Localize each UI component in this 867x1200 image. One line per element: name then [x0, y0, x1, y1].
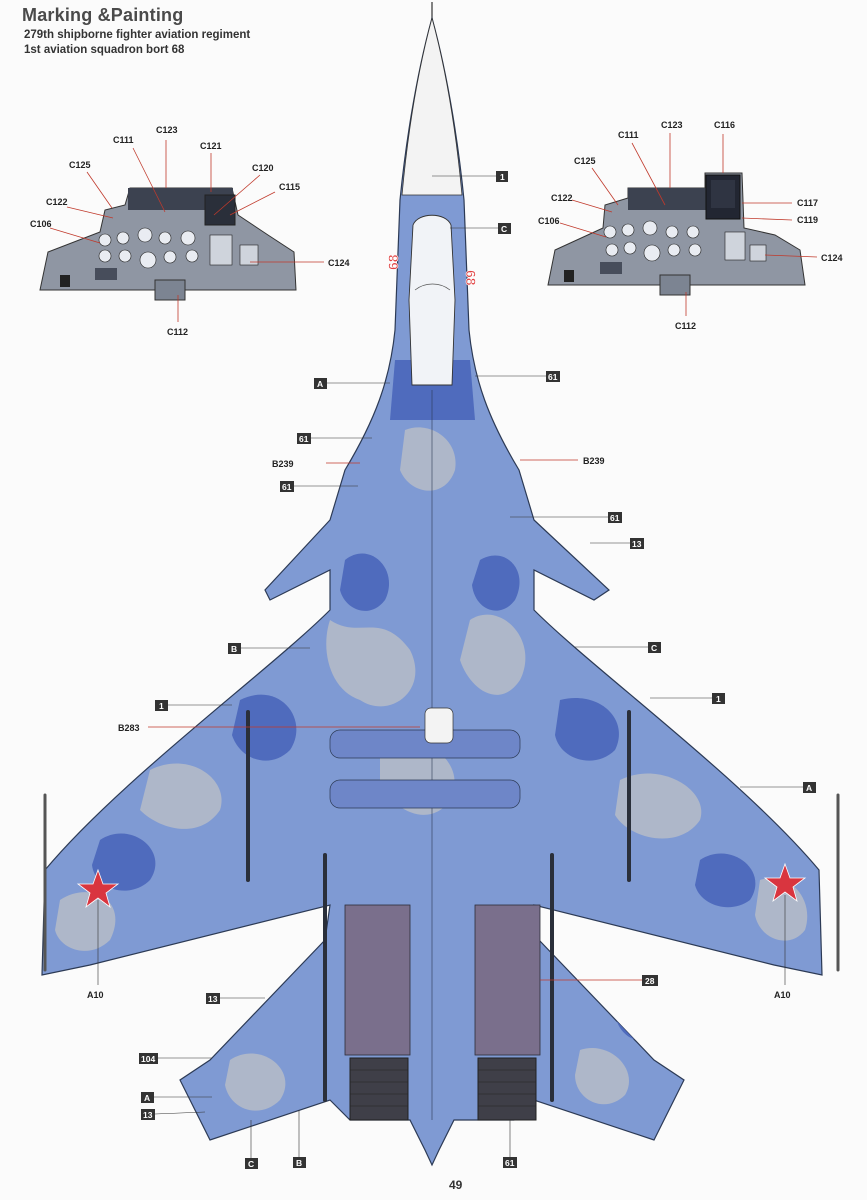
- left-label-c115: C115: [279, 182, 300, 192]
- right-label-c111: C111: [618, 130, 639, 140]
- right-label-c119: C119: [797, 215, 818, 225]
- right-label-c122: C122: [551, 193, 573, 203]
- callout-fwd-a: A: [317, 379, 323, 389]
- left-label-c124: C124: [328, 258, 350, 268]
- right-label-c112: C112: [675, 321, 696, 331]
- callout-strake-61-left: 61: [299, 434, 309, 444]
- callout-tail-13-left: 13: [208, 994, 218, 1004]
- left-label-c122: C122: [46, 197, 68, 207]
- callout-b239-left: B239: [272, 459, 294, 469]
- right-wing-star: [763, 862, 807, 903]
- left-instrument-panel: [39, 187, 297, 301]
- right-instrument-panel: [547, 172, 806, 296]
- callout-canopy-c: C: [501, 224, 507, 234]
- callout-strake-61-left-2: 61: [282, 482, 292, 492]
- left-label-c123: C123: [156, 125, 178, 135]
- right-label-c116: C116: [714, 120, 735, 130]
- right-label-c106: C106: [538, 216, 560, 226]
- callout-tail-c-left: C: [248, 1159, 254, 1169]
- callout-b283: B283: [118, 723, 140, 733]
- left-label-c112: C112: [167, 327, 188, 337]
- callout-tail-104-left: 104: [141, 1054, 155, 1064]
- callout-a10-right: A10: [774, 990, 791, 1000]
- callout-wing-a-right: A: [806, 783, 812, 793]
- left-label-c121: C121: [200, 141, 222, 151]
- callout-canard-13-right: 13: [632, 539, 642, 549]
- squadron-subtitle: 1st aviation squadron bort 68: [24, 44, 185, 56]
- bort-number-left: 68: [385, 254, 401, 270]
- left-label-c106: C106: [30, 219, 52, 229]
- callout-wing-b-left: B: [231, 644, 237, 654]
- left-wing-star: [76, 868, 120, 909]
- aircraft-top-view: 68 68: [41, 2, 840, 1167]
- left-label-c111: C111: [113, 135, 134, 145]
- right-label-c125: C125: [574, 156, 596, 166]
- bort-number-right: 68: [463, 270, 479, 286]
- callout-tail-13-left-2: 13: [143, 1110, 153, 1120]
- callout-canard-61-right: 61: [610, 513, 620, 523]
- right-label-c117: C117: [797, 198, 818, 208]
- callout-wing-1-right: 1: [716, 694, 721, 704]
- callout-a10-left: A10: [87, 990, 104, 1000]
- callout-nose-1: 1: [500, 172, 505, 182]
- unit-subtitle: 279th shipborne fighter aviation regimen…: [24, 29, 251, 41]
- callout-tail-a-left: A: [144, 1093, 150, 1103]
- left-label-c120: C120: [252, 163, 274, 173]
- callout-wing-1-left: 1: [159, 701, 164, 711]
- page-title: Marking &Painting: [22, 5, 184, 25]
- right-label-c123: C123: [661, 120, 683, 130]
- left-label-c125: C125: [69, 160, 91, 170]
- callout-b239-right: B239: [583, 456, 605, 466]
- engine-bays: [344, 904, 541, 1121]
- callout-engine-28: 28: [645, 976, 655, 986]
- page-number: 49: [449, 1178, 463, 1192]
- callout-tail-b-left: B: [296, 1158, 302, 1168]
- callout-fwd-61-right: 61: [548, 372, 558, 382]
- right-panel-callouts: C123 C116 C111 C125 C117 C122 C119 C106 …: [538, 120, 843, 331]
- right-label-c124: C124: [821, 253, 843, 263]
- callout-wing-c-right: C: [651, 643, 657, 653]
- callout-nozzle-61: 61: [505, 1158, 515, 1168]
- left-panel-callouts: C123 C111 C121 C125 C120 C115 C122 C106 …: [30, 125, 350, 337]
- aircraft-callouts: 1 C A 61 61 B239 B239 61: [87, 171, 816, 1169]
